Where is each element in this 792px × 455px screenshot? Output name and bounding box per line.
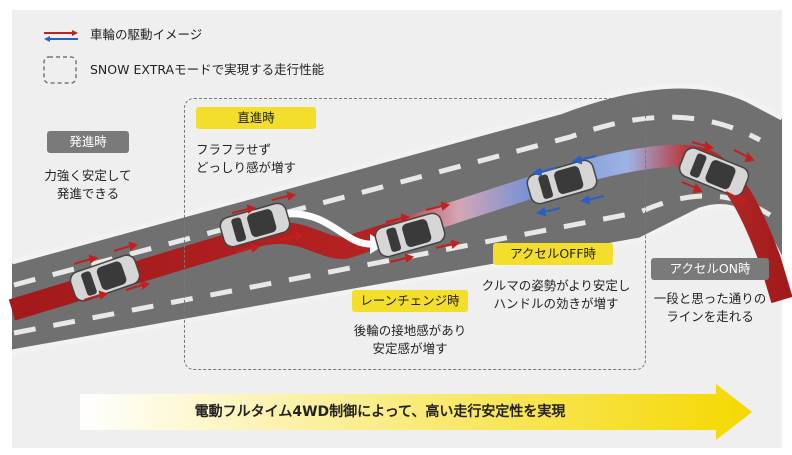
straight-desc-line1: フラフラせず: [196, 142, 272, 157]
snow-extra-region-box: [184, 98, 646, 370]
drive-arrows-blue: [531, 155, 605, 217]
accel-off-desc-line2: ハンドルの効きが増す: [493, 296, 619, 311]
badge-accel-on: アクセルON時: [651, 258, 769, 280]
road-edge-upper: [11, 83, 784, 265]
start-desc-line2: 発進できる: [56, 186, 120, 201]
legend-snow-extra-label: SNOW EXTRAモードで実現する走行性能: [90, 62, 325, 77]
badge-lane-change: レーンチェンジ時: [352, 290, 468, 312]
legend-dashed-box-icon: [43, 56, 77, 84]
accel-on-desc-line2: ラインを走れる: [666, 309, 754, 324]
lane-divider-lower: [13, 193, 772, 336]
car-accel-off: [526, 159, 598, 205]
car-accel-on: [678, 147, 750, 197]
badge-start: 発進時: [47, 131, 129, 153]
car-lane-change-after: [374, 212, 446, 258]
accel-off-desc-line1: クルマの姿勢がより安定し: [481, 278, 631, 293]
legend-arrow-icon: [44, 30, 78, 42]
banner-arrow-shape: [80, 384, 752, 440]
lane-change-desc-line1: 後輪の接地感があり: [353, 323, 467, 338]
start-desc-line1: 力強く安定して: [44, 168, 132, 183]
lane-change-arrow: [284, 210, 373, 248]
drive-arrows-red: [73, 141, 755, 301]
badge-straight: 直進時: [196, 107, 316, 129]
legend-drive-label: 車輪の駆動イメージ: [90, 27, 203, 42]
accel-on-desc-line1: 一段と思った通りの: [653, 291, 767, 306]
straight-desc-line2: どっしり感が増す: [196, 160, 297, 175]
lane-change-desc-line2: 安定感が増す: [372, 341, 448, 356]
badge-accel-off: アクセルOFF時: [493, 243, 613, 265]
summary-banner-text: 電動フルタイム4WD制御によって、高い走行安定性を実現: [194, 404, 566, 420]
car-start: [69, 254, 141, 302]
